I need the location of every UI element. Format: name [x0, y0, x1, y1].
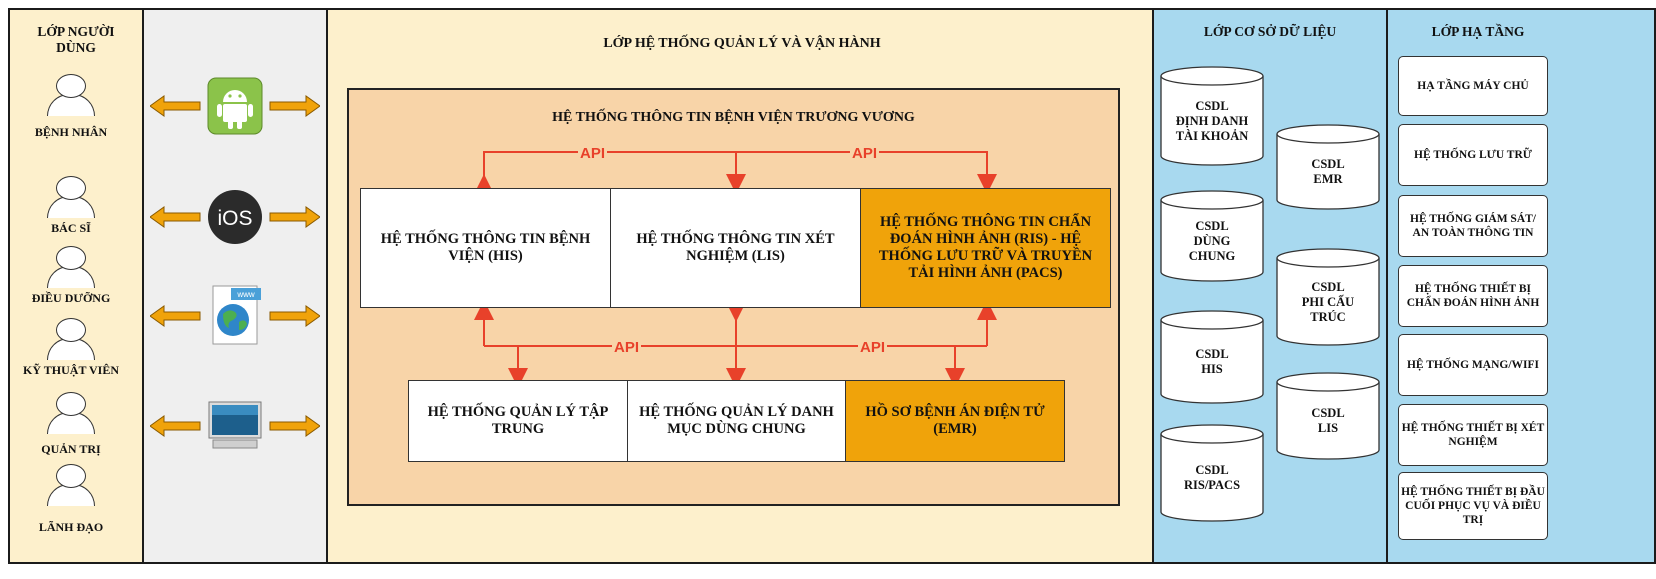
database-label: PHI CẤU: [1301, 294, 1355, 309]
central-management-box: HỆ THỐNG QUẢN LÝ TẬP TRUNG: [408, 380, 628, 462]
infra-item: HỆ THỐNG GIÁM SÁT/ AN TOÀN THÔNG TIN: [1398, 195, 1548, 257]
database-icon: [1160, 424, 1264, 522]
database-label: ĐỊNH DANH: [1175, 113, 1249, 128]
emr-box: HỒ SƠ BỆNH ÁN ĐIỆN TỬ (EMR): [845, 380, 1065, 462]
database-label: LIS: [1317, 421, 1339, 435]
person-icon: [56, 246, 86, 270]
device-row-desktop: [150, 396, 320, 456]
person-icon: [56, 318, 86, 342]
database-label: CSDL: [1311, 279, 1345, 294]
double-arrow-left-icon: [150, 206, 201, 228]
person-icon: [56, 392, 86, 416]
infra-layer-title: LỚP HẠ TẦNG: [1431, 24, 1525, 39]
user-doctor: BÁC SĨ: [0, 176, 142, 235]
his-box: HỆ THỐNG THÔNG TIN BỆNH VIỆN (HIS): [360, 188, 611, 308]
double-arrow-left-icon: [150, 305, 201, 327]
database-label: CSDL: [1311, 157, 1345, 171]
double-arrow-left-icon: [150, 95, 201, 117]
person-icon: [56, 74, 86, 98]
person-icon: [56, 464, 86, 488]
double-arrow-left-icon: [150, 415, 201, 437]
database-icon: [1160, 310, 1264, 404]
api-label-3: API: [612, 339, 642, 356]
database-layer-title: LỚP CƠ SỞ DỮ LIỆU: [1203, 24, 1337, 39]
infra-item: HỆ THỐNG THIẾT BỊ CHẨN ĐOÁN HÌNH ẢNH: [1398, 265, 1548, 327]
his-title: HỆ THỐNG THÔNG TIN BỆNH VIỆN TRƯƠNG VƯƠN…: [552, 110, 915, 125]
database-label: TÀI KHOẢN: [1175, 128, 1249, 143]
ris-pacs-box: HỆ THỐNG THÔNG TIN CHẨN ĐOÁN HÌNH ẢNH (R…: [860, 188, 1111, 308]
management-layer-title: LỚP HỆ THỐNG QUẢN LÝ VÀ VẬN HÀNH: [603, 36, 881, 51]
user-leader: LÃNH ĐẠO: [0, 464, 142, 534]
double-arrow-right-icon: [269, 305, 320, 327]
api-label-2: API: [850, 145, 880, 162]
double-arrow-right-icon: [269, 95, 320, 117]
double-arrow-right-icon: [269, 206, 320, 228]
device-row-ios: iOS: [150, 187, 320, 247]
user-nurse: ĐIỀU DƯỠNG: [0, 246, 142, 305]
database-label: CSDL: [1311, 406, 1345, 420]
database-label: DÙNG: [1193, 233, 1231, 248]
database-icon: [1276, 124, 1380, 210]
database-label: CSDL: [1195, 347, 1229, 361]
lis-box: HỆ THỐNG THÔNG TIN XÉT NGHIỆM (LIS): [610, 188, 861, 308]
infra-item: HẠ TẦNG MÁY CHỦ: [1398, 56, 1548, 116]
database-label: CSDL: [1195, 463, 1229, 477]
user-admin: QUẢN TRỊ: [0, 392, 142, 456]
users-layer-title: LỚP NGƯỜI DÙNG: [37, 24, 115, 55]
database-label: HIS: [1201, 362, 1223, 376]
person-icon: [56, 176, 86, 200]
device-row-android: [150, 76, 320, 136]
infra-item: HỆ THỐNG THIẾT BỊ ĐẦU CUỐI PHỤC VỤ VÀ ĐI…: [1398, 472, 1548, 540]
database-icon: [1160, 66, 1264, 166]
svg-text:www: www: [236, 290, 255, 299]
database-icon: [1276, 372, 1380, 460]
api-label-4: API: [858, 339, 888, 356]
user-patient: BỆNH NHÂN: [0, 74, 142, 139]
database-label: TRÚC: [1310, 309, 1346, 324]
infra-item: HỆ THỐNG LƯU TRỮ: [1398, 124, 1548, 186]
database-label: EMR: [1313, 172, 1343, 186]
infra-item: HỆ THỐNG THIẾT BỊ XÉT NGHIỆM: [1398, 404, 1548, 466]
shared-catalog-box: HỆ THỐNG QUẢN LÝ DANH MỤC DÙNG CHUNG: [627, 380, 846, 462]
double-arrow-right-icon: [269, 415, 320, 437]
database-label: CSDL: [1195, 218, 1229, 233]
database-label: RIS/PACS: [1183, 478, 1241, 492]
ios-icon: iOS: [208, 190, 262, 244]
web-icon: www: [212, 285, 261, 345]
svg-text:iOS: iOS: [217, 207, 252, 230]
infra-item: HỆ THỐNG MẠNG/WIFI: [1398, 334, 1548, 396]
database-icon: [1276, 248, 1380, 346]
database-icon: [1160, 190, 1264, 282]
database-label: CSDL: [1195, 98, 1229, 113]
api-label-1: API: [578, 145, 608, 162]
device-row-web: www: [150, 285, 320, 346]
desktop-icon: [208, 401, 262, 449]
user-technician: KỸ THUẬT VIÊN: [0, 318, 142, 377]
android-icon: [207, 77, 263, 135]
database-label: CHUNG: [1188, 248, 1236, 263]
